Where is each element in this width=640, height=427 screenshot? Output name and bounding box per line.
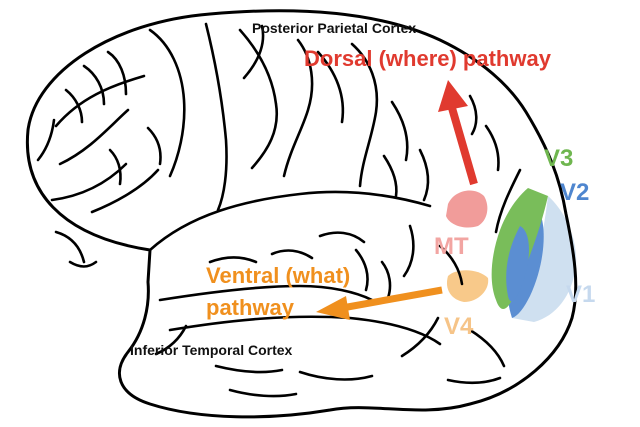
dorsal-arrow <box>438 80 478 186</box>
brain-folds <box>36 22 522 398</box>
posterior-parietal-cortex-label: Posterior Parietal Cortex <box>252 20 416 36</box>
v2-inner <box>506 226 529 302</box>
ventral-pathway-label-line1: Ventral (what) <box>206 263 350 288</box>
mt-region <box>446 190 488 228</box>
v4-label: V4 <box>444 313 474 340</box>
v1-label: V1 <box>566 281 595 308</box>
ventral-arrow <box>316 286 443 320</box>
brain-outline <box>25 9 578 419</box>
ventral-pathway-label-line2: pathway <box>206 295 295 320</box>
inferior-temporal-cortex-label: Inferior Temporal Cortex <box>130 342 293 358</box>
dorsal-pathway-label: Dorsal (where) pathway <box>304 46 552 71</box>
v2-label: V2 <box>560 179 589 206</box>
v3-label: V3 <box>544 145 573 172</box>
v4-region <box>446 270 489 302</box>
mt-label: MT <box>434 233 469 260</box>
